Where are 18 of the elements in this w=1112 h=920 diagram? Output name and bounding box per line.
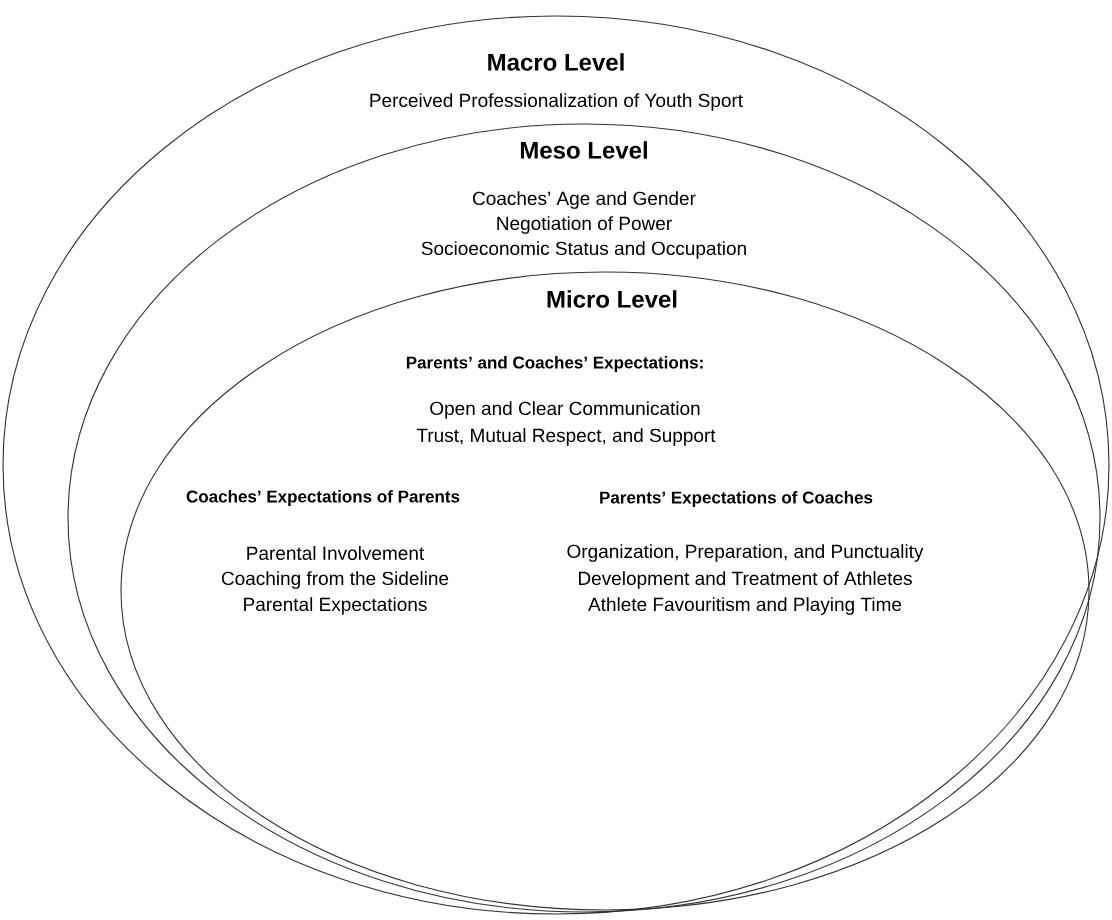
- factor-text: Socioeconomic Status and Occupation: [421, 241, 746, 259]
- factor-text: Perceived Professionalization of Youth Sport: [370, 93, 743, 111]
- factor-text: Coaching from the Sideline: [221, 571, 449, 589]
- factor-text: Coaches’ Age and Gender: [473, 191, 696, 209]
- factor-text: Parental Expectations: [244, 597, 427, 615]
- factor-text: Parental Involvement: [247, 546, 425, 560]
- level-heading: Micro Level: [547, 290, 677, 308]
- factor-text: Organization, Preparation, and Punctuality: [567, 544, 924, 562]
- factor-text: Negotiation of Power: [497, 216, 672, 234]
- factor-text: Trust, Mutual Respect, and Support: [416, 428, 716, 446]
- level-heading: Meso Level: [520, 141, 647, 159]
- subheading: Parents’ Expectations of Coaches: [600, 491, 873, 507]
- subheading: Coaches’ Expectations of Parents: [186, 490, 460, 506]
- factor-text: Open and Clear Communication: [430, 401, 700, 419]
- level-heading: Macro Level: [488, 53, 624, 71]
- factor-text: Development and Treatment of Athletes: [579, 571, 912, 589]
- factor-text: Athlete Favouritism and Playing Time: [588, 597, 902, 615]
- subheading: Parents’ and Coaches’ Expectations:: [406, 356, 703, 372]
